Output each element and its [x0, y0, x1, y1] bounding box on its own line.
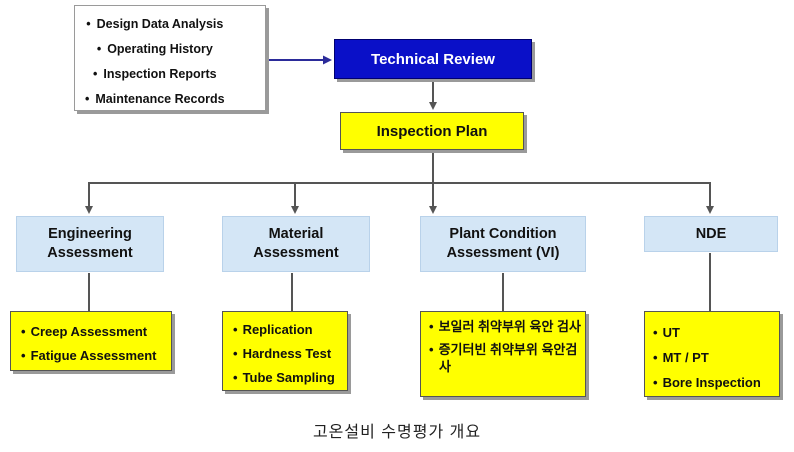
material-tasks-box: Replication Hardness Test Tube Sampling	[222, 311, 348, 391]
input-source-item: Operating History	[85, 37, 225, 62]
figure-caption: 고온설비 수명평가 개요	[312, 424, 482, 441]
category-label-line: NDE	[695, 225, 727, 242]
task-item: Creep Assessment	[21, 320, 157, 344]
nde-node: NDE	[644, 216, 778, 252]
task-item: UT	[653, 320, 761, 345]
task-item: MT / PT	[653, 345, 761, 370]
inspection-plan-node: Inspection Plan	[340, 112, 524, 150]
task-item: Tube Sampling	[233, 366, 335, 390]
technical-review-node: Technical Review	[334, 39, 532, 79]
inspection-plan-label: Inspection Plan	[376, 122, 488, 140]
engineering-tasks-box: Creep Assessment Fatigue Assessment	[10, 311, 172, 371]
input-sources-box: Design Data Analysis Operating History I…	[74, 5, 266, 111]
category-label-line: Material	[268, 226, 324, 242]
category-label-line: Engineering	[48, 226, 132, 242]
category-label-line: Plant Condition	[449, 226, 557, 242]
input-source-item: Inspection Reports	[85, 62, 225, 87]
task-item: Bore Inspection	[653, 370, 761, 395]
nde-tasks-box: UT MT / PT Bore Inspection	[644, 311, 780, 397]
task-item: Fatigue Assessment	[21, 344, 157, 368]
task-item: Replication	[233, 318, 335, 342]
category-label-line: Assessment	[47, 245, 133, 261]
input-sources-list: Design Data Analysis Operating History I…	[85, 12, 225, 112]
plant-condition-assessment-node: Plant Condition Assessment (VI)	[420, 216, 586, 272]
task-item: Hardness Test	[233, 342, 335, 366]
input-source-item: Design Data Analysis	[85, 12, 225, 37]
engineering-assessment-node: Engineering Assessment	[16, 216, 164, 272]
material-assessment-node: Material Assessment	[222, 216, 370, 272]
task-item: 보일러 취약부위 육안 검사	[429, 318, 585, 335]
task-item: 증기터빈 취약부위 육안검사	[429, 341, 585, 375]
category-label-line: Assessment	[253, 245, 339, 261]
task-list: UT MT / PT Bore Inspection	[653, 320, 761, 395]
task-list: 보일러 취약부위 육안 검사 증기터빈 취약부위 육안검사	[429, 318, 585, 381]
category-label-line: Assessment (VI)	[446, 245, 560, 261]
plant-condition-tasks-box: 보일러 취약부위 육안 검사 증기터빈 취약부위 육안검사	[420, 311, 586, 397]
input-source-item: Maintenance Records	[85, 87, 224, 112]
task-list: Creep Assessment Fatigue Assessment	[21, 320, 157, 368]
task-list: Replication Hardness Test Tube Sampling	[233, 318, 335, 390]
technical-review-label: Technical Review	[371, 50, 495, 68]
